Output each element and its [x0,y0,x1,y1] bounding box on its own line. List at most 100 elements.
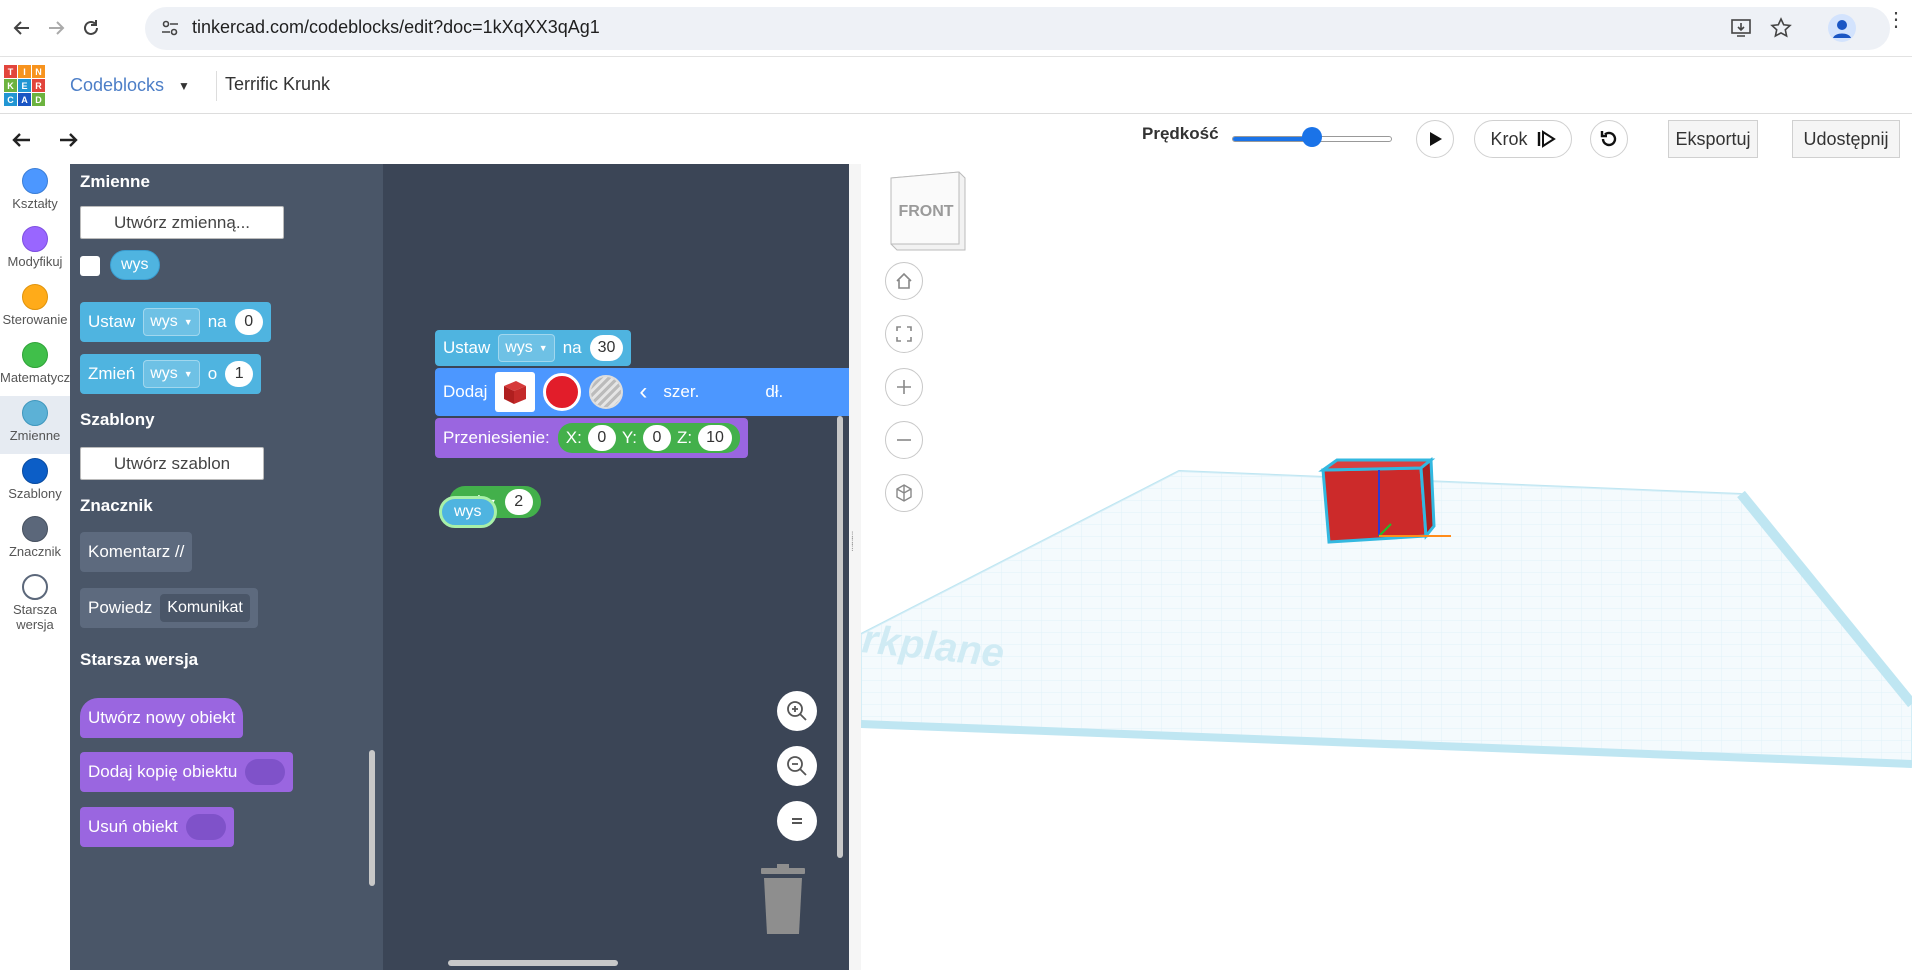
category-control[interactable]: Sterowanie [0,280,70,338]
trash-icon[interactable] [755,864,811,941]
add-copy-block[interactable]: Dodaj kopię obiektu [80,752,294,792]
create-template-button[interactable]: Utwórz szablon [80,447,264,480]
zoom-reset-icon[interactable] [777,801,817,841]
install-app-icon[interactable] [1730,18,1752,43]
splitter-grip-icon: ⁞⁞⁞ [851,531,854,554]
category-bar: Kształty Modyfikuj Sterowanie Matematycz… [0,164,70,970]
dropdown-arrow-icon: ▼ [183,317,193,327]
logo-letter: E [18,79,31,92]
variable-checkbox[interactable] [80,256,100,276]
message-input[interactable]: Komunikat [160,594,250,622]
variable-dropdown[interactable]: wys▼ [143,308,200,336]
fit-view-icon[interactable] [885,315,923,353]
category-templates[interactable]: Szablony [0,454,70,512]
design-name[interactable]: Terrific Krunk [225,74,331,94]
profile-icon[interactable] [1828,14,1856,42]
object-slot[interactable] [245,759,286,785]
step-icon [1537,130,1556,148]
variable-dropdown[interactable]: wys▼ [498,334,555,362]
share-button[interactable]: Udostępnij [1792,120,1900,158]
address-bar[interactable] [145,7,1890,50]
export-button[interactable]: Eksportuj [1668,120,1758,158]
code-workspace[interactable]: Ustaw wys▼ na 30 Dodaj ‹ szer. dł. Przen… [383,164,849,970]
y-label: Y: [621,428,637,447]
color-picker[interactable] [543,373,582,411]
category-variables[interactable]: Zmienne [0,396,70,454]
undo-icon[interactable] [10,128,32,155]
zoom-out-icon[interactable] [777,746,817,786]
zoom-in-icon[interactable] [777,691,817,731]
divide-block[interactable]: / ▼ 2 [449,486,541,518]
workspace-vertical-scrollbar[interactable] [837,416,843,858]
create-object-block[interactable]: Utwórz nowy obiekt [80,698,244,738]
step-button[interactable]: Krok [1474,120,1572,158]
set-variable-block[interactable]: Ustaw wys▼ na 0 [80,302,271,342]
shape-picker[interactable] [495,372,536,412]
logo-letter: I [18,65,31,78]
reload-icon[interactable] [77,14,105,42]
comment-block[interactable]: Komentarz // [80,532,193,572]
url-text[interactable]: tinkercad.com/codeblocks/edit?doc=1kXqXX… [192,17,600,37]
star-icon[interactable] [1770,17,1792,44]
number-input[interactable]: 2 [504,489,533,515]
dropdown-value: wys [150,365,178,382]
variables-title: Zmienne [80,172,150,191]
category-shapes[interactable]: Kształty [0,164,70,222]
variable-reporter[interactable]: wys [439,496,497,528]
set-variable-block[interactable]: Ustaw wys▼ na 30 [435,330,632,366]
site-info-icon[interactable] [160,18,180,43]
block-keyword: Zmień [88,364,136,383]
tinkercad-logo[interactable]: T I N K E R C A D [4,65,45,106]
reset-button[interactable] [1590,120,1628,158]
logo-letter: A [18,93,31,106]
chevron-down-icon[interactable]: ▼ [178,79,190,93]
view-cube[interactable]: FRONT [887,168,973,254]
remove-object-block[interactable]: Usuń obiekt [80,807,234,847]
dropdown-value: wys [505,339,533,356]
x-input[interactable]: 0 [587,425,616,451]
block-keyword: Przeniesienie: [443,428,550,447]
app-switcher[interactable]: Codeblocks [70,75,165,95]
category-marker[interactable]: Znacznik [0,512,70,570]
y-input[interactable]: 0 [642,425,671,451]
add-shape-block[interactable]: Dodaj ‹ szer. dł. [435,368,849,416]
z-label: Z: [676,428,693,447]
block-keyword: Usuń obiekt [88,817,178,836]
object-slot[interactable] [185,814,226,840]
change-variable-block[interactable]: Zmień wys▼ o 1 [80,354,262,394]
x-label: X: [565,428,582,447]
category-label: Sterowanie [2,312,68,327]
collapse-chevron-icon[interactable]: ‹ [639,378,648,405]
speed-slider-thumb[interactable] [1302,127,1322,147]
number-input[interactable]: 1 [225,361,254,387]
perspective-toggle-icon[interactable] [885,474,923,512]
back-arrow-icon[interactable] [8,14,36,42]
category-label: Starsza [12,602,58,617]
category-label: Znacznik [8,544,62,559]
pane-splitter[interactable]: ⁞⁞⁞ [849,164,861,970]
3d-viewer[interactable]: rkplane FRONT [861,164,1912,970]
variable-dropdown[interactable]: wys▼ [143,360,200,388]
category-dot [22,226,48,252]
home-view-icon[interactable] [885,262,923,300]
number-input[interactable]: 30 [589,335,624,361]
zoom-in-view-icon[interactable] [885,368,923,406]
forward-arrow-icon[interactable] [42,14,70,42]
create-variable-button[interactable]: Utwórz zmienną... [80,206,284,239]
zoom-out-view-icon[interactable] [885,421,923,459]
hole-toggle-icon[interactable] [589,375,624,409]
workspace-horizontal-scrollbar[interactable] [448,960,618,966]
variable-reporter[interactable]: wys [110,250,160,280]
menu-dots-icon[interactable]: ⋮ [1886,9,1906,31]
play-button[interactable] [1416,120,1454,158]
flyout-scrollbar[interactable] [369,750,375,886]
z-input[interactable]: 10 [698,425,732,451]
say-block[interactable]: Powiedz Komunikat [80,588,258,628]
redo-icon[interactable] [58,128,80,155]
category-modify[interactable]: Modyfikuj [0,222,70,280]
browser-chrome: tinkercad.com/codeblocks/edit?doc=1kXqXX… [0,0,1912,57]
number-input[interactable]: 0 [234,309,263,335]
move-block[interactable]: Przeniesienie: X: 0 Y: 0 Z: 10 [435,418,748,458]
category-math[interactable]: Matematycz [0,338,70,396]
